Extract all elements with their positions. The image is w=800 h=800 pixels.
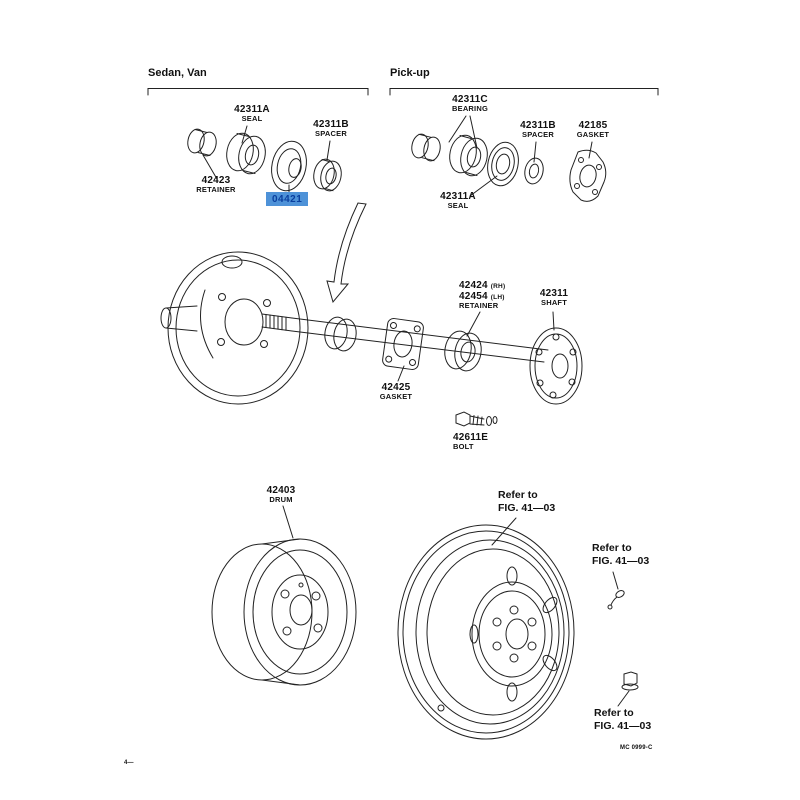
highlighted-part-number-04421[interactable]: 04421	[266, 192, 309, 206]
part-number: 42423	[201, 175, 231, 186]
part-number: 42311A	[234, 104, 270, 115]
part-name: SHAFT	[541, 298, 567, 307]
lug-nut-drawing	[617, 671, 639, 707]
part-number: 42185	[578, 120, 608, 131]
brake-drum-drawing	[211, 505, 357, 686]
section-brackets	[147, 88, 659, 96]
part-name: SPACER	[315, 129, 347, 138]
part-suffix: (LH)	[490, 294, 505, 301]
part-number: 42611E	[453, 432, 489, 443]
part-number: 42425	[381, 382, 411, 393]
reference-line2: FIG. 41—03	[594, 720, 652, 733]
part-label-seal-sedan: 42311A SEAL	[222, 104, 282, 123]
part-number: 42454	[459, 291, 488, 302]
section-header-pickup: Pick-up	[390, 67, 430, 79]
sedan-van-parts-drawing	[187, 125, 342, 194]
reference-line2: FIG. 41—03	[592, 555, 650, 568]
part-label-bolt: 42611E BOLT	[453, 432, 488, 451]
part-name: RETAINER	[459, 301, 499, 310]
wheel-drawing	[397, 517, 575, 740]
part-name: SEAL	[447, 201, 469, 210]
part-number: 42424	[459, 280, 488, 291]
part-name: SEAL	[241, 114, 263, 123]
part-suffix: (RH)	[490, 283, 506, 290]
part-label-shaft: 42311 SHAFT	[530, 288, 578, 307]
part-label-axle-retainer: 42424 (RH) 42454 (LH) RETAINER	[459, 280, 505, 310]
flow-arrow	[326, 202, 367, 304]
part-name: GASKET	[576, 130, 610, 139]
part-name: SPACER	[522, 130, 554, 139]
part-name: BOLT	[453, 442, 474, 451]
part-label-spacer-sedan: 42311B SPACER	[301, 119, 361, 138]
part-number: 42311C	[452, 94, 488, 105]
reference-line1: Refer to	[594, 707, 634, 719]
part-number: 42311B	[313, 119, 349, 130]
pickup-parts-drawing	[411, 115, 607, 202]
part-label-spacer-pickup: 42311B SPACER	[508, 120, 568, 139]
part-number-rh: 42424 (RH)	[459, 280, 505, 291]
part-name: RETAINER	[196, 185, 236, 194]
part-label-seal-pickup: 42311A SEAL	[428, 191, 488, 210]
part-number: 42311B	[520, 120, 556, 131]
part-number-lh: 42454 (LH)	[459, 291, 505, 302]
part-name: DRUM	[269, 495, 293, 504]
doc-code: MC 0999-C	[620, 745, 653, 751]
reference-line1: Refer to	[592, 542, 632, 554]
part-number: 42311	[539, 288, 569, 299]
reference-line1: Refer to	[498, 489, 538, 501]
valve-stem-drawing	[607, 571, 625, 610]
part-label-drum: 42403 DRUM	[251, 485, 311, 504]
part-label-axle-gasket: 42425 GASKET	[368, 382, 424, 401]
figure-reference-nut: Refer to FIG. 41—03	[594, 707, 651, 733]
figure-reference-wheel: Refer to FIG. 41—03	[498, 489, 555, 515]
part-number: 42311A	[440, 191, 476, 202]
part-label-retainer-sedan: 42423 RETAINER	[186, 175, 246, 194]
page-mark: 4—	[124, 760, 134, 766]
part-number: 42403	[266, 485, 296, 496]
section-header-sedan-van: Sedan, Van	[148, 67, 207, 79]
figure-reference-valve: Refer to FIG. 41—03	[592, 542, 649, 568]
axle-assembly-drawing	[160, 251, 583, 427]
part-name: BEARING	[452, 104, 488, 113]
part-label-gasket-pickup: 42185 GASKET	[563, 120, 623, 139]
part-label-bearing-pickup: 42311C BEARING	[440, 94, 500, 113]
reference-line2: FIG. 41—03	[498, 502, 556, 515]
part-name: GASKET	[379, 392, 413, 401]
